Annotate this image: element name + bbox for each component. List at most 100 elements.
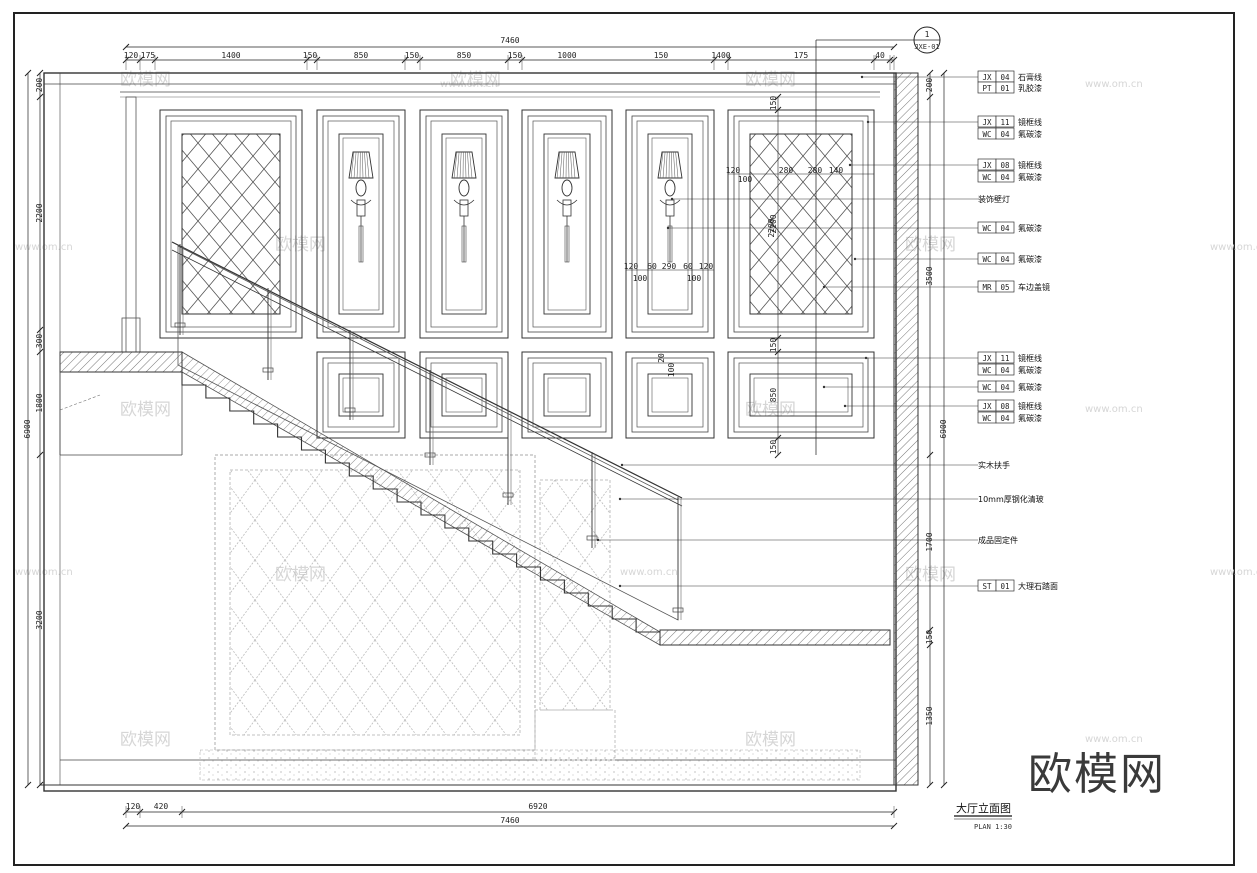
- legend-entry: JX 11 镜框线: [866, 115, 1042, 128]
- wall-sconce: [451, 151, 477, 263]
- svg-text:1400: 1400: [711, 51, 730, 60]
- legend-entry: 装饰壁灯: [670, 194, 1010, 204]
- index-tag-number: 1: [925, 30, 930, 39]
- legend-text: 氟碳漆: [1018, 413, 1042, 423]
- legend-text: 成品固定件: [978, 535, 1018, 545]
- svg-text:120: 120: [726, 166, 741, 175]
- svg-text:1400: 1400: [221, 51, 240, 60]
- svg-text:1000: 1000: [557, 51, 576, 60]
- legend-text: 氟碳漆: [1018, 129, 1042, 139]
- legend-number: 01: [1000, 582, 1009, 591]
- staircase: [171, 241, 891, 646]
- svg-text:850: 850: [354, 51, 369, 60]
- legend-entry: JX 08 镜框线: [843, 399, 1042, 412]
- watermark-text: 欧模网: [745, 70, 796, 90]
- svg-text:290: 290: [662, 262, 677, 271]
- legend-number: 08: [1000, 402, 1010, 411]
- legend-text: 乳胶漆: [1018, 83, 1042, 93]
- legend-text: 石膏线: [1018, 72, 1042, 82]
- legend-number: 04: [1000, 73, 1010, 82]
- svg-text:100: 100: [687, 274, 702, 283]
- legend-text: 装饰壁灯: [978, 194, 1010, 204]
- watermark-text: 欧模网: [745, 730, 796, 750]
- svg-text:20: 20: [657, 353, 666, 363]
- svg-text:175: 175: [141, 51, 156, 60]
- svg-text:150: 150: [769, 338, 778, 353]
- landing-slab: [59, 351, 183, 373]
- legend-number: 04: [1000, 255, 1010, 264]
- legend-number: 04: [1000, 173, 1010, 182]
- svg-text:100: 100: [738, 175, 753, 184]
- upper-wall-panels: [159, 109, 875, 339]
- watermark-text: 欧模网: [450, 70, 501, 90]
- legend-number: 01: [1000, 84, 1009, 93]
- svg-text:6900: 6900: [23, 419, 32, 438]
- legend-number: 04: [1000, 130, 1010, 139]
- watermark-url: www.om.cn: [1085, 79, 1143, 90]
- svg-text:1800: 1800: [35, 393, 44, 412]
- svg-text:2200: 2200: [769, 214, 778, 233]
- svg-text:1350: 1350: [925, 706, 934, 725]
- svg-text:100: 100: [667, 363, 676, 378]
- svg-text:150: 150: [303, 51, 318, 60]
- watermark-url: www.om.cn: [1085, 404, 1143, 415]
- legend-entry: WC 04 氟碳漆: [853, 252, 1042, 265]
- legend-code: JX: [982, 354, 992, 363]
- legend-code: JX: [982, 161, 992, 170]
- legend-code: WC: [982, 414, 991, 423]
- title-block: 大厅立面图 PLAN 1:30: [954, 801, 1012, 831]
- legend-number: 04: [1000, 224, 1010, 233]
- legend-text: 镜框线: [1018, 401, 1042, 411]
- watermark-text: 欧模网: [120, 400, 171, 420]
- watermark-url: www.om.cn: [1085, 734, 1143, 745]
- legend-code: WC: [982, 173, 991, 182]
- svg-text:120: 120: [126, 802, 141, 811]
- legend-text: 氟碳漆: [1018, 254, 1042, 264]
- watermark-text: 欧模网: [275, 235, 326, 255]
- svg-text:3500: 3500: [925, 266, 934, 285]
- svg-text:40: 40: [875, 51, 885, 60]
- legend-code: JX: [982, 402, 992, 411]
- legend-entry: WC 04 氟碳漆: [977, 411, 1042, 424]
- legend-number: 04: [1000, 414, 1010, 423]
- legend-number: 04: [1000, 383, 1010, 392]
- svg-text:280: 280: [779, 166, 794, 175]
- legend-code: JX: [982, 118, 992, 127]
- svg-text:200: 200: [35, 78, 44, 93]
- legend-number: 04: [1000, 366, 1010, 375]
- brand-logo-text: 欧模网: [1028, 749, 1166, 800]
- legend-entry: 实木扶手: [620, 460, 1010, 470]
- svg-text:1700: 1700: [925, 532, 934, 551]
- legend-text: 镜框线: [1018, 117, 1042, 127]
- legend-text: 大理石踏面: [1018, 581, 1058, 591]
- watermark-url: www.om.cn: [1210, 567, 1257, 578]
- legend-text: 氟碳漆: [1018, 223, 1042, 233]
- legend-text: 镜框线: [1018, 353, 1042, 363]
- svg-text:200: 200: [925, 78, 934, 93]
- legend-entry: 10mm厚钢化清玻: [618, 494, 1044, 504]
- watermark-text: 欧模网: [745, 400, 796, 420]
- svg-text:850: 850: [457, 51, 472, 60]
- handrail: [171, 241, 683, 499]
- svg-text:140: 140: [829, 166, 844, 175]
- svg-text:850: 850: [769, 388, 778, 403]
- wall-sconce: [348, 151, 374, 263]
- legend-code: WC: [982, 383, 991, 392]
- svg-text:300: 300: [35, 334, 44, 349]
- svg-text:150: 150: [654, 51, 669, 60]
- watermark-text: 欧模网: [120, 730, 171, 750]
- legend-code: ST: [982, 582, 992, 591]
- svg-text:175: 175: [794, 51, 809, 60]
- legend-number: 11: [1000, 118, 1009, 127]
- legend-code: WC: [982, 255, 991, 264]
- legend-code: WC: [982, 366, 991, 375]
- svg-text:150: 150: [769, 96, 778, 111]
